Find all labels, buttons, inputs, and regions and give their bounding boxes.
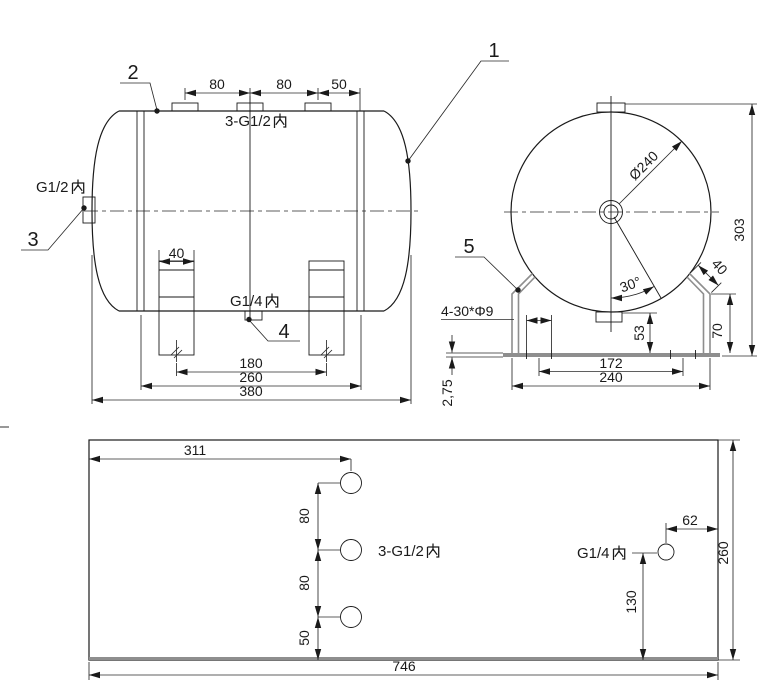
dim-shell-length: 260 [140, 315, 362, 390]
dim-drain-offset-bottom: 130 [623, 553, 647, 660]
top-ports-thread-label: 3-G1/2 [225, 113, 271, 130]
plan-view: 311 80 80 50 3-G1/2 G1/4 62 [88, 439, 740, 680]
nei-character [273, 112, 287, 129]
side-view: 80 80 50 3-G1/2 G1/2 G1/4 40 [21, 40, 509, 404]
top-port-bosses [171, 102, 332, 112]
nei-character [71, 178, 85, 195]
label-top-ports: 3-G1/2 [225, 112, 287, 130]
svg-text:4: 4 [278, 321, 289, 343]
dim-port-offset-left: 311 [89, 442, 352, 471]
callout-2: 2 [120, 62, 160, 114]
top-port-boss [596, 102, 626, 113]
label-side-port: G1/2 [36, 178, 85, 196]
svg-text:80: 80 [296, 575, 312, 591]
dim-slot-pitch: 172 [538, 355, 684, 376]
dim-overall-height: 303 [625, 103, 757, 357]
dim-base-thickness: 2,75 [439, 335, 503, 407]
angled-port-line [613, 216, 662, 299]
dim-leg-height: 70 [709, 293, 736, 353]
svg-text:40: 40 [169, 245, 185, 261]
support-legs [158, 260, 345, 362]
label-top-ports: 3-G1/2 [378, 542, 440, 560]
dim-shell-diameter: Ø240 [618, 140, 683, 205]
top-port-holes [318, 472, 362, 628]
svg-text:180: 180 [239, 355, 263, 371]
svg-text:80: 80 [296, 508, 312, 524]
drain-port-thread-label: G1/4 [230, 293, 263, 310]
svg-text:260: 260 [715, 541, 731, 565]
dim-port-pitches: 80 80 50 [184, 76, 361, 111]
drain-port-boss [244, 310, 263, 321]
svg-text:4-30*Φ9: 4-30*Φ9 [441, 303, 494, 319]
end-view: 30° Ø240 4-30*Φ9 [439, 96, 757, 407]
svg-text:62: 62 [682, 512, 698, 528]
dim-leg-width: 40 [158, 245, 195, 265]
svg-text:5: 5 [463, 236, 474, 258]
svg-text:3: 3 [27, 229, 38, 251]
svg-text:2,75: 2,75 [439, 379, 455, 406]
leader-dot [246, 316, 252, 323]
leader-dot [515, 287, 521, 293]
dim-drain-offset-right: 62 [665, 512, 718, 543]
side-port-thread-label: G1/2 [36, 179, 69, 196]
callout-1: 1 [405, 40, 509, 164]
drain-port-thread-label: G1/4 [577, 545, 610, 562]
dim-port-pitch-2: 80 [276, 76, 292, 92]
svg-text:30°: 30° [618, 273, 643, 295]
callout-3: 3 [21, 205, 87, 251]
svg-text:50: 50 [296, 630, 312, 646]
svg-text:70: 70 [709, 323, 725, 339]
svg-text:303: 303 [731, 218, 747, 242]
dim-mounting-slots: 4-30*Φ9 [441, 303, 552, 351]
leader-dot [154, 108, 160, 114]
dim-port-end-offset: 50 [331, 76, 347, 92]
dim-base-width: 240 [511, 358, 711, 390]
dim-drain-height: 53 [622, 312, 657, 353]
dim-leg-pitch: 180 [176, 355, 327, 376]
dim-development-length: 746 [88, 658, 719, 680]
drain-port-boss [595, 311, 623, 323]
svg-text:1: 1 [488, 40, 499, 62]
leader-dot [81, 205, 87, 211]
svg-text:40: 40 [709, 256, 731, 278]
svg-text:53: 53 [631, 325, 647, 341]
nei-character [612, 544, 626, 561]
nei-character [265, 292, 279, 309]
svg-text:311: 311 [184, 442, 207, 458]
dim-development-width: 260 [715, 439, 740, 661]
leader-dot [405, 158, 411, 164]
dim-overall-length: 380 [91, 255, 412, 404]
dim-port-angle: 30° [610, 273, 655, 302]
nei-character [426, 542, 440, 559]
svg-text:172: 172 [599, 355, 623, 371]
center-nozzle [599, 200, 623, 224]
svg-text:746: 746 [392, 658, 416, 674]
label-drain-port: G1/4 [230, 292, 279, 310]
callout-5: 5 [455, 236, 521, 293]
svg-text:2: 2 [127, 62, 138, 84]
top-ports-thread-label: 3-G1/2 [378, 543, 424, 560]
drain-port-hole [657, 543, 675, 561]
callout-4: 4 [246, 316, 300, 343]
svg-text:240: 240 [599, 369, 623, 385]
svg-text:130: 130 [623, 590, 639, 614]
dim-port-pitch-1: 80 [209, 76, 225, 92]
dim-port-chain: 80 80 50 [296, 483, 322, 660]
saddle-support [503, 272, 720, 359]
svg-text:380: 380 [239, 383, 263, 399]
svg-text:260: 260 [239, 369, 263, 385]
label-drain-port: G1/4 [577, 544, 657, 562]
svg-text:Ø240: Ø240 [626, 148, 662, 184]
